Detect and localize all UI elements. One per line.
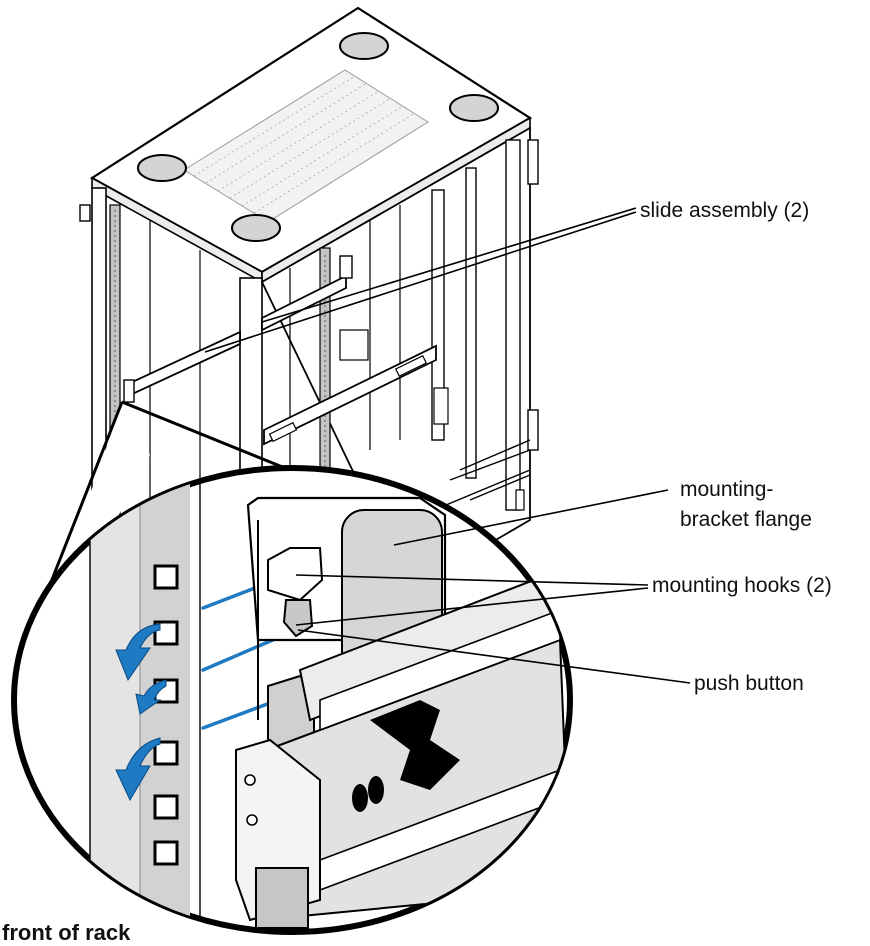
mounting-hooks: [267, 547, 324, 761]
label-slide-assembly: slide assembly (2): [640, 199, 809, 222]
label-mounting-bracket-flange-line1: mounting-: [680, 478, 773, 501]
cable-hole: [137, 154, 187, 182]
cable-hole: [231, 214, 281, 242]
slide-rail-detail: [235, 568, 570, 929]
detail-view: [11, 465, 573, 935]
label-push-button: push button: [694, 672, 804, 695]
cable-hole: [339, 32, 389, 60]
leader-slide-assembly-lower: [204, 211, 637, 353]
label-mounting-bracket-flange-line2: bracket flange: [680, 508, 812, 531]
leader-mounting-hooks-lower: [295, 587, 649, 626]
leader-mounting-hooks-upper: [295, 574, 649, 586]
cable-hole: [449, 94, 499, 122]
down-left-arrow-icon: [115, 623, 167, 802]
slide-rails: [123, 255, 437, 446]
caption-front-of-rack: front of rack: [2, 920, 131, 945]
leader-slide-assembly-upper: [261, 207, 637, 323]
leader-mounting-bracket-flange: [393, 489, 669, 546]
leader-push-button: [297, 629, 691, 684]
vent-grid: [183, 69, 429, 223]
rack-square-holes: [153, 564, 179, 866]
label-mounting-hooks: mounting hooks (2): [652, 574, 832, 597]
leader-lines: [204, 207, 691, 684]
rack-cabinet: [79, 6, 539, 592]
